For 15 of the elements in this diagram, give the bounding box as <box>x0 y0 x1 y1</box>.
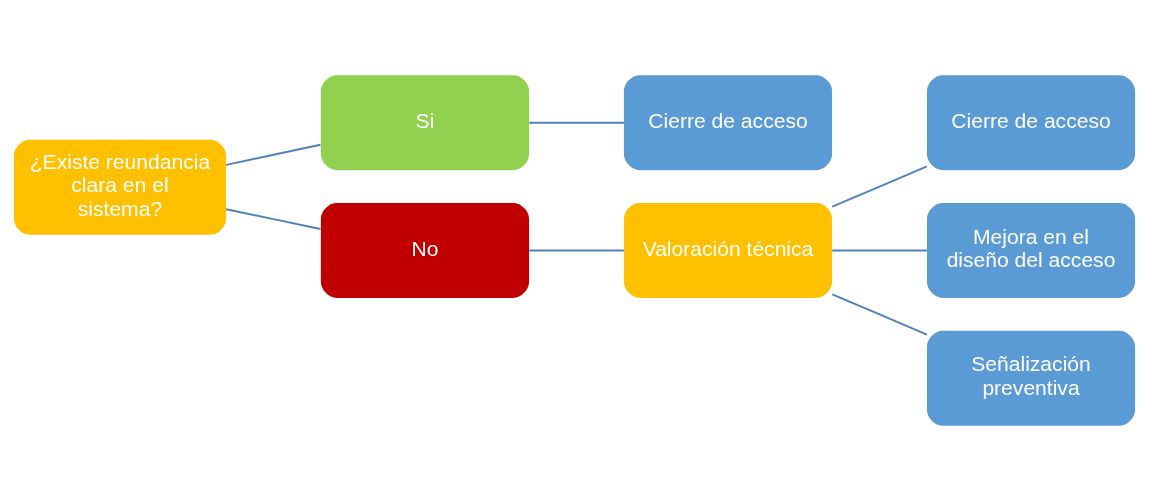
connector <box>831 249 928 251</box>
node-box: Cierre de acceso <box>623 74 833 170</box>
connector <box>831 164 928 208</box>
connector <box>528 121 625 124</box>
connector <box>225 207 322 230</box>
node-box: Señalización preventiva <box>926 330 1136 426</box>
node-box: No <box>320 202 530 298</box>
connector <box>831 292 928 336</box>
node-box: Si <box>320 74 530 170</box>
node-box: Mejora en el diseño del acceso <box>926 202 1136 298</box>
connector <box>528 249 625 251</box>
node-box: Cierre de acceso <box>926 74 1136 170</box>
node-box: ¿Existe reundancia clara en el sistema? <box>13 139 226 235</box>
connector <box>225 143 322 166</box>
node-box: Valoración técnica <box>623 202 833 298</box>
